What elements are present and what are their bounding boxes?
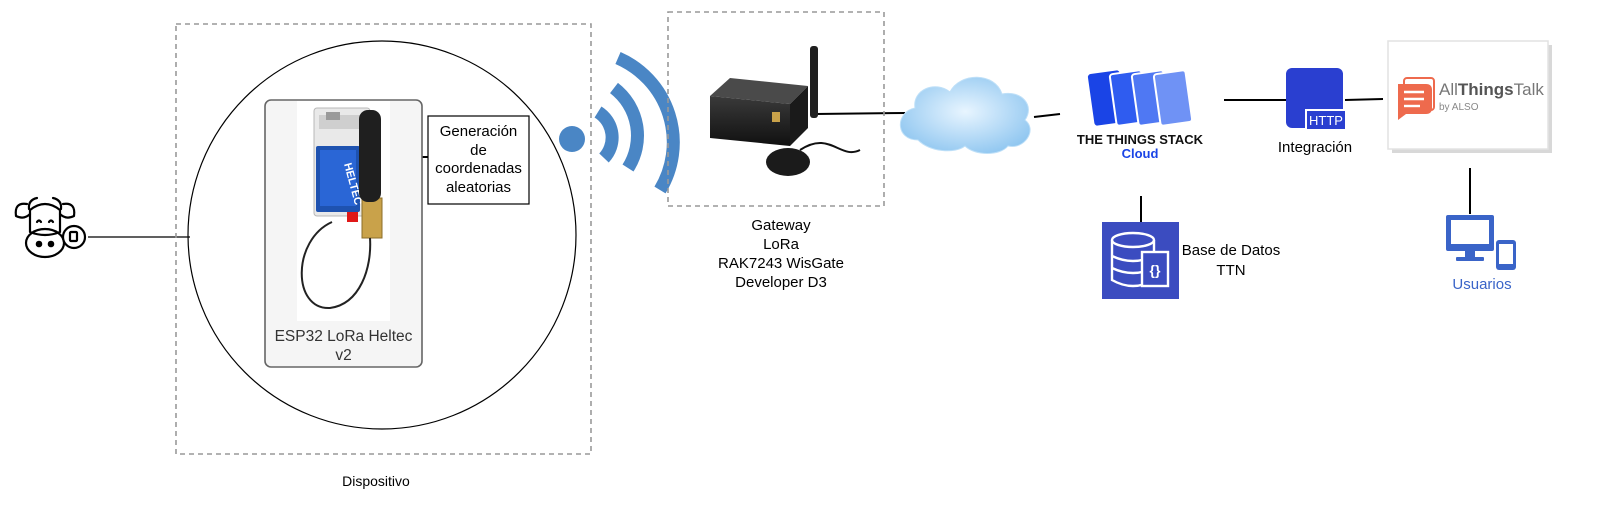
gateway-device-image	[710, 46, 861, 176]
svg-text:{}: {}	[1150, 262, 1161, 278]
cow-icon	[14, 196, 87, 259]
http-integration-icon: HTTP	[1286, 68, 1347, 131]
ttn-name-text: THE THINGS STACK	[1077, 132, 1204, 147]
allthingstalk-logo-icon	[1398, 77, 1435, 120]
wifi-signal-icon	[594, 52, 680, 194]
note-line: Generación	[439, 123, 518, 140]
gateway-label: Gateway LoRa RAK7243 WisGate Developer D…	[706, 216, 856, 292]
wifi-dot	[559, 126, 585, 152]
cloud-to-ttn-line	[1033, 113, 1061, 118]
integration-label: Integración	[1277, 139, 1353, 156]
esp32-label-line2: v2	[335, 347, 352, 364]
database-icon: {}	[1102, 222, 1179, 299]
database-label-line: TTN	[1216, 262, 1246, 279]
device-circle	[187, 40, 577, 430]
users-label: Usuarios	[1452, 276, 1512, 293]
note-line: de	[470, 141, 487, 159]
gateway-label-line: Gateway	[751, 217, 811, 234]
gateway-to-cloud-line	[814, 112, 906, 115]
note-line: coordenadas	[435, 160, 522, 177]
allthingstalk-name: AllThingsTalk	[1439, 80, 1544, 99]
gateway-label-line: LoRa	[763, 236, 799, 253]
database-label: Base de Datos TTN	[1176, 241, 1286, 281]
gateway-label-line: Developer D3	[735, 274, 827, 291]
database-label-line: Base de Datos	[1181, 242, 1281, 259]
gateway-label-line: RAK7243 WisGate	[718, 255, 844, 272]
allthingstalk-byline: by ALSO	[1439, 102, 1479, 113]
device-group-label: Dispositivo	[342, 473, 410, 489]
esp32-board-image: HELTEC	[297, 101, 390, 321]
http-badge-text: HTTP	[1309, 113, 1343, 128]
device-group-border	[175, 23, 592, 455]
note-line: aleatorias	[445, 178, 512, 196]
users-devices-icon	[1446, 215, 1516, 270]
allthingstalk-card: AllThingsTalk by ALSO	[1387, 40, 1552, 153]
cloud-icon	[899, 76, 1031, 154]
note-text: Generación de coordenadas aleatorias	[428, 123, 529, 197]
note-box	[427, 115, 530, 205]
http-to-att-line	[1344, 98, 1384, 101]
esp32-label-line1: ESP32 LoRa Heltec	[274, 328, 413, 345]
ttn-sub-text: Cloud	[1122, 146, 1159, 161]
esp32-label: ESP32 LoRa Heltec v2	[266, 327, 421, 365]
gateway-group-border	[667, 11, 885, 207]
ttn-logo-icon	[1087, 69, 1194, 127]
